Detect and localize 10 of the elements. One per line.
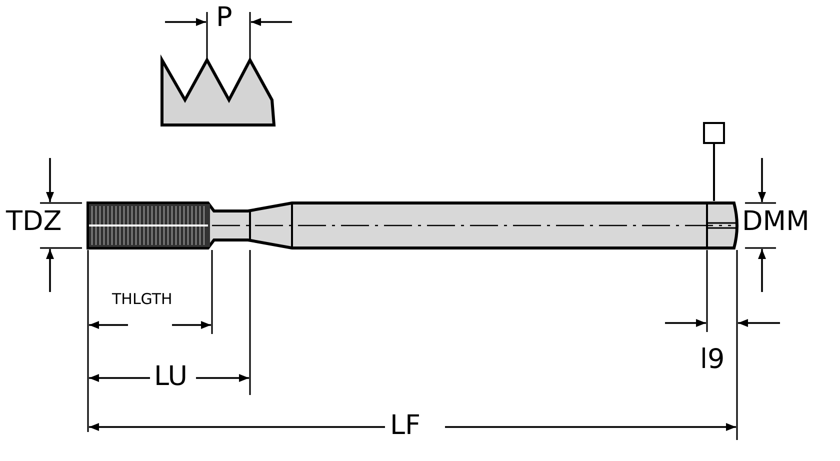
square-symbol <box>703 122 725 144</box>
dimension-label: l9 <box>700 346 725 373</box>
leader-line <box>713 144 715 201</box>
dimension-label: LU <box>154 363 188 390</box>
dimension-label: P <box>216 4 232 31</box>
dimension-label: THLGTH <box>112 292 172 307</box>
dimension-label: DMM <box>742 208 810 235</box>
tap-drawing <box>86 201 740 251</box>
dimension-label: TDZ <box>6 208 62 235</box>
dimension-label: LF <box>390 412 421 439</box>
